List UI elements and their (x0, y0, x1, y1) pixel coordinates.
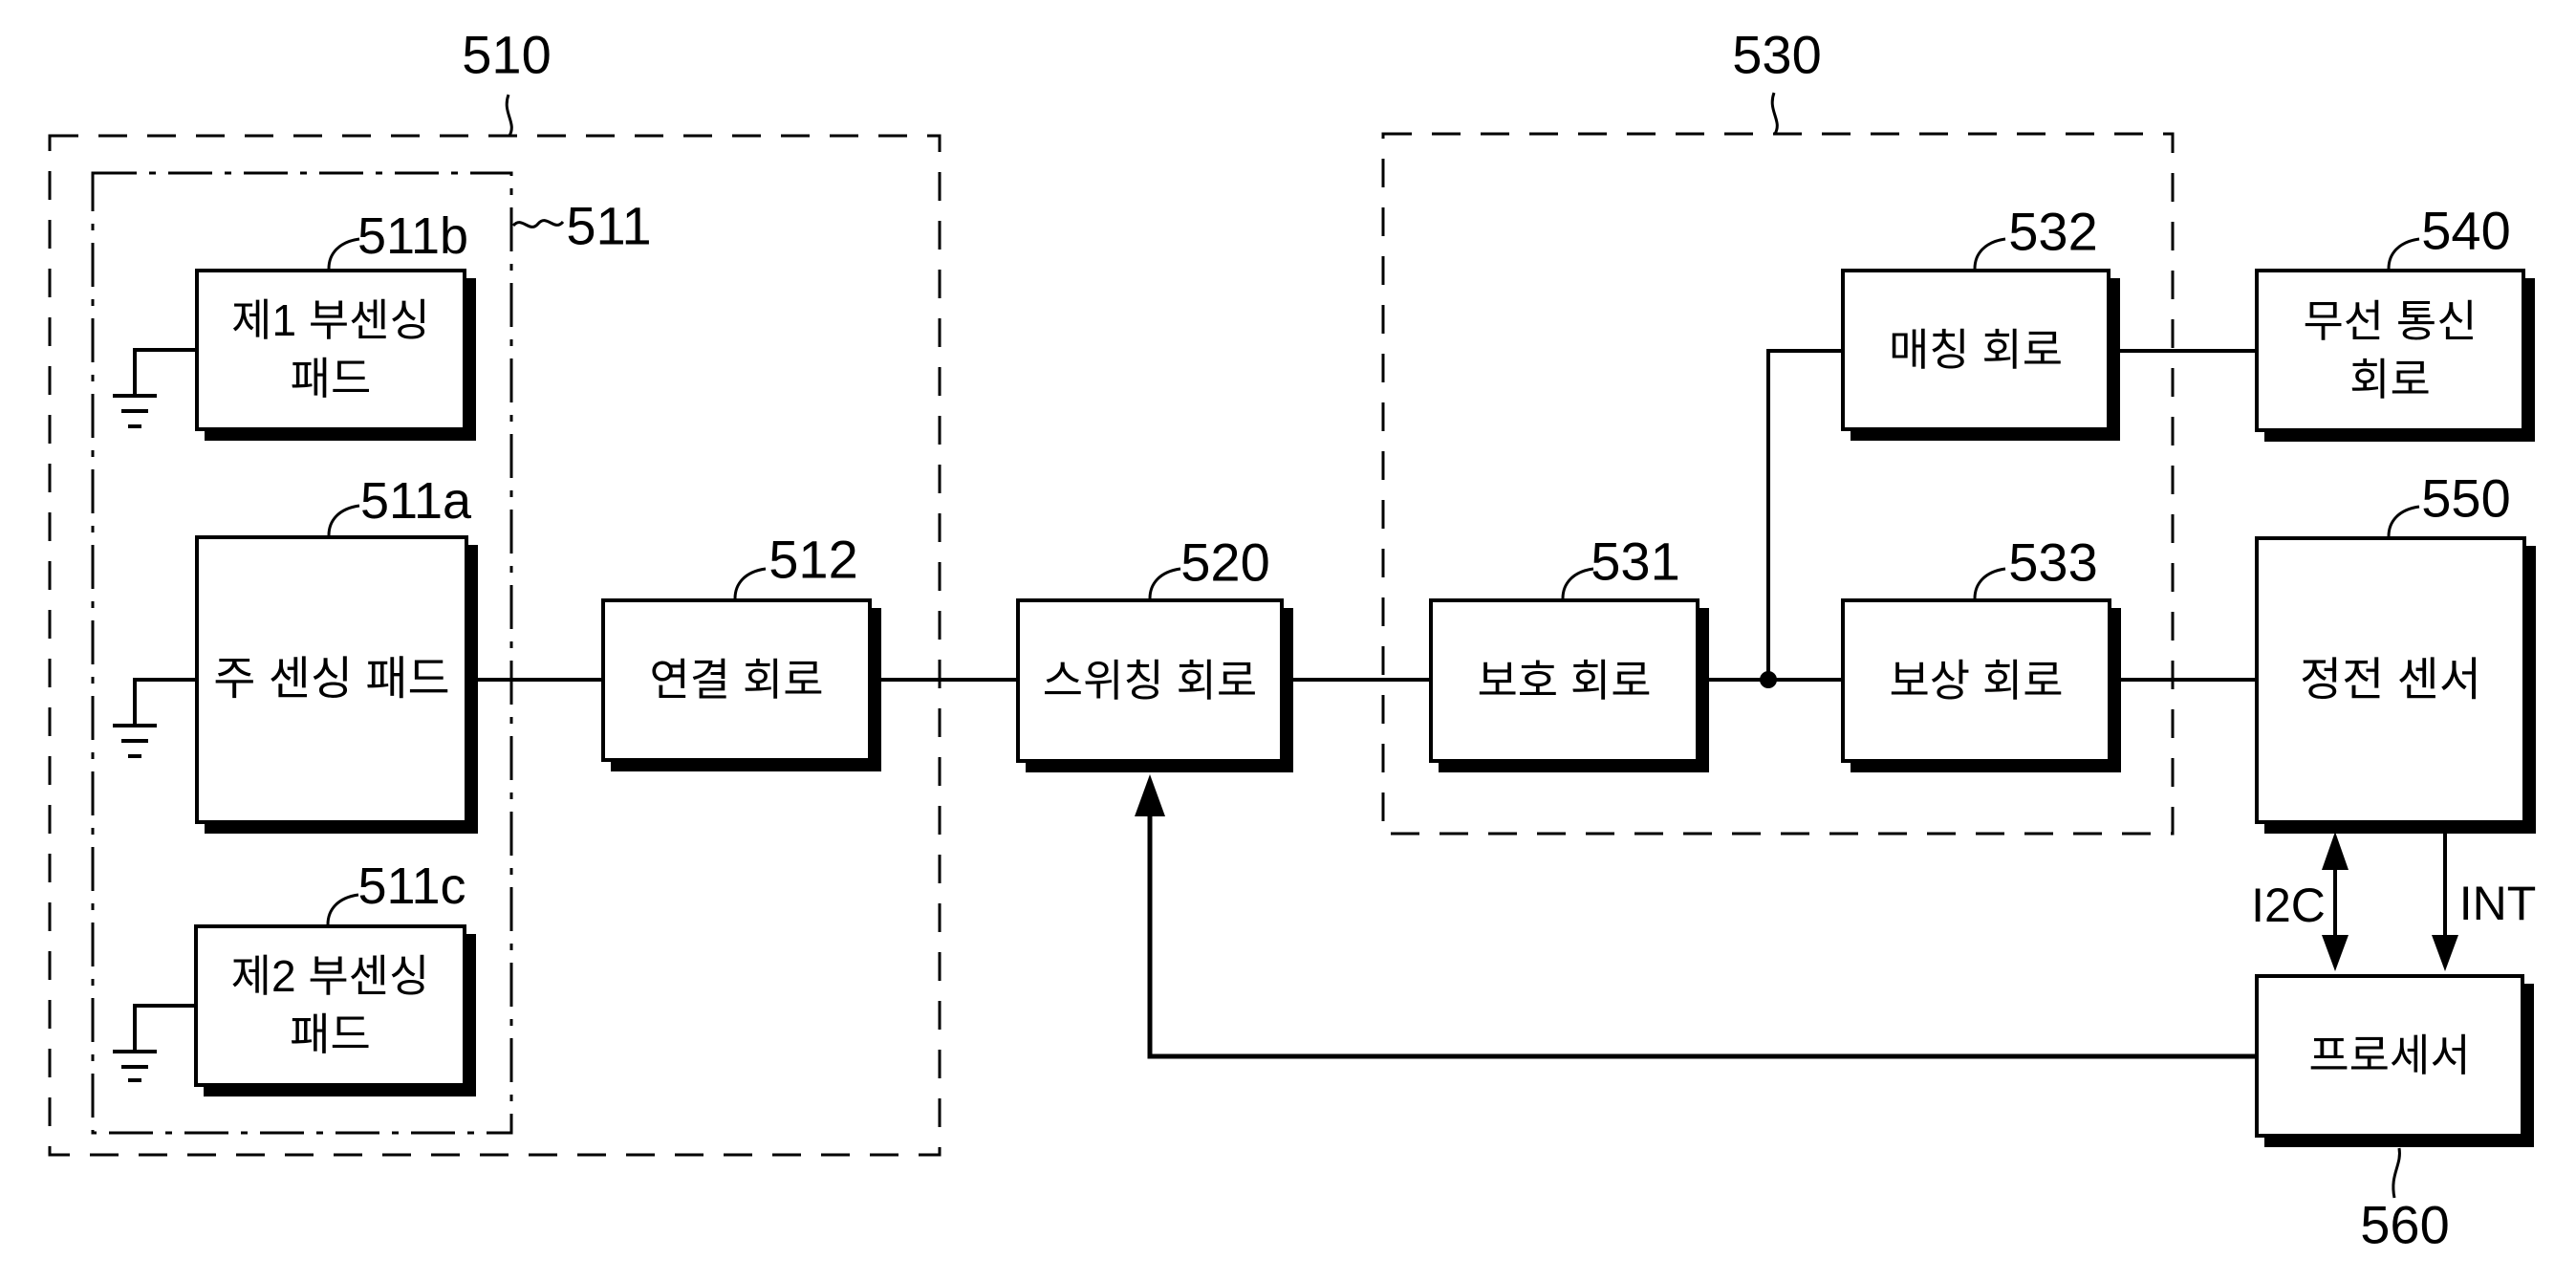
ref-label-560: 560 (2360, 1194, 2450, 1255)
ref-label-530: 530 (1732, 24, 1822, 85)
leader-533 (1973, 567, 2006, 599)
ref-label-540: 540 (2421, 200, 2511, 261)
group-530-dashed-outline (1381, 132, 2175, 836)
block-label: 보호 회로 (1477, 655, 1652, 706)
leader-532 (1973, 237, 2006, 270)
ref-label-511: 511 (566, 195, 652, 256)
block-second-sub-sensing-pad: 제2 부센싱 패드 (194, 924, 466, 1087)
ref-label-511c: 511c (357, 858, 466, 915)
signal-label-int: INT (2458, 877, 2537, 930)
leader-520 (1148, 567, 1181, 599)
ground-icon (113, 678, 195, 758)
block-first-sub-sensing-pad: 제1 부센싱 패드 (195, 269, 466, 431)
group-511-dashdot-outline (91, 171, 513, 1135)
block-label: 프로세서 (2308, 1031, 2471, 1081)
ref-label-532: 532 (2008, 201, 2098, 262)
block-electrostatic-sensor: 정전 센서 (2255, 536, 2526, 824)
branch-to-matching-line (1766, 349, 2255, 680)
leader-511c (326, 893, 359, 925)
block-label: 제2 부센싱 패드 (230, 951, 430, 1059)
block-processor: 프로세서 (2255, 974, 2524, 1138)
leader-530 (1770, 92, 1779, 135)
block-matching-circuit: 매칭 회로 (1841, 269, 2111, 431)
block-label: 주 센싱 패드 (213, 654, 450, 706)
ref-label-512: 512 (768, 529, 858, 590)
leader-511a (327, 504, 360, 536)
block-label: 무선 통신 회로 (2303, 295, 2478, 404)
ref-label-550: 550 (2421, 467, 2511, 529)
leader-531 (1561, 567, 1594, 599)
ground-icon (113, 1004, 194, 1082)
leader-511b (327, 237, 360, 270)
ref-label-520: 520 (1180, 532, 1270, 593)
block-label: 정전 센서 (2300, 654, 2481, 706)
block-label: 보상 회로 (1889, 655, 2064, 706)
block-label: 연결 회로 (649, 655, 824, 706)
block-label: 제1 부센싱 패드 (231, 295, 430, 403)
block-label: 매칭 회로 (1888, 324, 2064, 375)
ref-label-510: 510 (462, 24, 552, 85)
arrow-up-icon (2322, 832, 2349, 870)
processor-feedback-line (1147, 814, 2255, 1059)
arrow-up-icon (1135, 774, 1165, 816)
ref-label-511b: 511b (357, 207, 469, 265)
leader-510 (505, 94, 513, 137)
ref-label-533: 533 (2008, 532, 2098, 593)
ground-icon (113, 348, 195, 428)
block-switching-circuit: 스위칭 회로 (1016, 598, 1284, 763)
ref-label-531: 531 (1591, 531, 1680, 592)
group-510-dashed-outline (48, 134, 942, 1157)
block-connection-circuit: 연결 회로 (601, 598, 872, 762)
leader-512 (733, 567, 767, 599)
ref-leader-lines (326, 92, 2420, 1199)
block-main-sensing-pad: 주 센싱 패드 (195, 535, 468, 824)
leader-511 (511, 219, 565, 228)
block-protection-circuit: 보호 회로 (1429, 598, 1699, 763)
leader-540 (2387, 237, 2420, 270)
block-compensation-circuit: 보상 회로 (1841, 598, 2111, 763)
signal-label-i2c: I2C (2251, 879, 2326, 932)
leader-560 (2392, 1147, 2401, 1199)
block-label: 스위칭 회로 (1042, 655, 1258, 706)
block-wireless-communication-circuit: 무선 통신 회로 (2255, 269, 2525, 432)
arrow-down-icon (2322, 935, 2349, 971)
leader-550 (2387, 505, 2420, 537)
arrow-down-icon (2432, 935, 2458, 971)
ref-label-511a: 511a (359, 472, 472, 530)
